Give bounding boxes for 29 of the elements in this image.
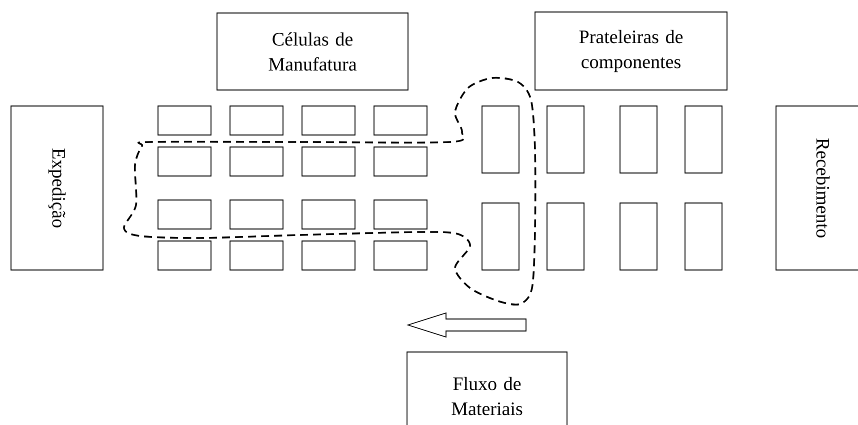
label-box: Recebimento — [776, 106, 858, 270]
workstation-box — [374, 146, 428, 176]
shelf-box — [620, 202, 658, 270]
shelf-box — [482, 106, 520, 174]
workstation-box — [230, 240, 284, 270]
workstation-box — [302, 106, 356, 136]
shelf-box — [546, 202, 584, 270]
shelf-box — [684, 106, 722, 174]
shelf-box — [546, 106, 584, 174]
shelf-box — [684, 202, 722, 270]
label-box: Expedição — [10, 106, 104, 270]
workstation-box — [158, 106, 212, 136]
workstation-box — [302, 200, 356, 230]
workstation-box — [230, 200, 284, 230]
workstation-box — [374, 200, 428, 230]
workstation-box — [230, 146, 284, 176]
shelf-box — [482, 202, 520, 270]
workstation-box — [230, 106, 284, 136]
label-box: Células de Manufatura — [216, 12, 408, 90]
workstation-box — [158, 240, 212, 270]
workstation-box — [302, 240, 356, 270]
workstation-box — [158, 200, 212, 230]
label-box: Fluxo de Materiais — [406, 352, 568, 425]
workstation-box — [158, 146, 212, 176]
shelf-box — [620, 106, 658, 174]
workstation-box — [302, 146, 356, 176]
workstation-box — [374, 240, 428, 270]
workstation-box — [374, 106, 428, 136]
label-box: Prateleiras de componentes — [534, 12, 728, 90]
